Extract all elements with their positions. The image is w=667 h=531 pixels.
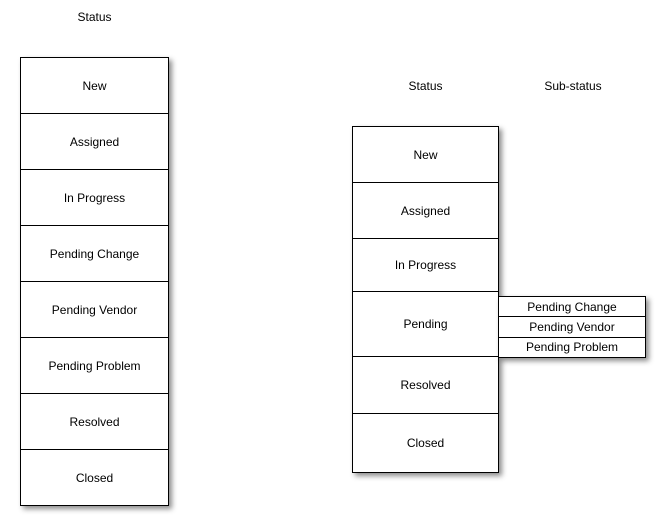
flat-status-column-title: Status — [77, 10, 112, 24]
sub-status-column-title: Sub-status — [544, 79, 602, 93]
status-row-in-progress: In Progress — [353, 239, 498, 292]
flat-status-row-assigned: Assigned — [21, 114, 168, 170]
flat-status-row-in-progress: In Progress — [21, 170, 168, 226]
status-row-assigned: Assigned — [353, 183, 498, 239]
sub-status-row-pending-change: Pending Change — [499, 297, 645, 318]
flat-status-row-resolved: Resolved — [21, 394, 168, 450]
status-row-resolved: Resolved — [353, 357, 498, 414]
sub-status-row-pending-problem: Pending Problem — [499, 337, 645, 357]
sub-status-row-pending-vendor: Pending Vendor — [499, 317, 645, 338]
status-row-new: New — [353, 127, 498, 183]
flat-status-row-pending-problem: Pending Problem — [21, 338, 168, 394]
status-row-closed: Closed — [353, 414, 498, 472]
flat-status-row-pending-vendor: Pending Vendor — [21, 282, 168, 338]
status-column-title: Status — [408, 79, 443, 93]
flat-status-table: New Assigned In Progress Pending Change … — [20, 57, 169, 506]
sub-status-table: Pending Change Pending Vendor Pending Pr… — [498, 296, 646, 358]
status-row-pending: Pending — [353, 292, 498, 357]
flat-status-row-new: New — [21, 58, 168, 114]
status-table: New Assigned In Progress Pending Resolve… — [352, 126, 499, 473]
flat-status-row-closed: Closed — [21, 450, 168, 505]
flat-status-row-pending-change: Pending Change — [21, 226, 168, 282]
